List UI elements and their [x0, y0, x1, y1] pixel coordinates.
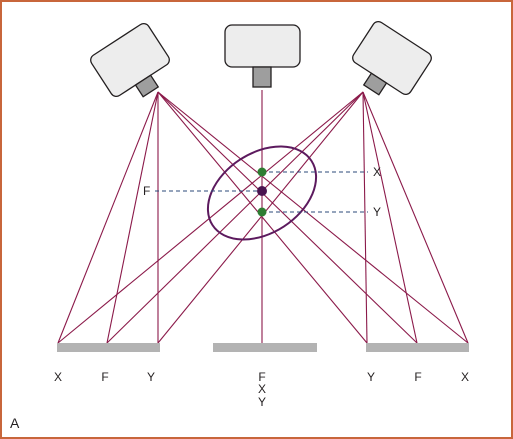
detector-right — [366, 343, 469, 352]
right-tube-port — [362, 72, 388, 96]
beam-right-to-left-f — [106, 91, 364, 344]
beam-lines — [57, 90, 469, 344]
beam-left-to-left-f — [106, 91, 159, 344]
center-xray-tube — [224, 24, 301, 88]
beam-left-to-left-x — [57, 91, 159, 344]
detector-left-label-2: F — [101, 370, 108, 384]
right-tube-housing — [352, 21, 432, 95]
center-tube-housing — [224, 24, 301, 68]
detector-center — [213, 343, 317, 352]
beam-left-to-right-x — [157, 91, 469, 344]
object-ellipse — [206, 145, 318, 241]
detector-center-label-2: X — [258, 382, 266, 396]
panel-label: A — [10, 415, 20, 431]
center-tube-port — [252, 66, 272, 88]
detector-left — [57, 343, 160, 352]
detector-left-label-3: Y — [147, 370, 155, 384]
detector-right-label-2: F — [414, 370, 421, 384]
label-f: F — [143, 184, 150, 198]
right-xray-tube — [352, 21, 432, 96]
left-tube-port — [134, 74, 160, 98]
point-x — [257, 167, 267, 177]
beam-right-to-right-x — [362, 91, 469, 344]
detector-right-label-3: X — [461, 370, 469, 384]
detector-right-label-1: Y — [367, 370, 375, 384]
beam-right-to-right-f — [362, 91, 418, 344]
label-y: Y — [373, 205, 381, 219]
guide-lines — [155, 171, 368, 213]
beam-left-to-right-f — [157, 91, 418, 344]
point-f — [257, 186, 267, 196]
left-tube-housing — [90, 23, 170, 97]
beam-right-to-left-x — [57, 91, 364, 344]
detector-center-label-1: F — [258, 370, 265, 384]
detector-center-label-3: Y — [258, 395, 266, 409]
label-x: X — [373, 165, 381, 179]
beam-right-to-right-y — [362, 91, 368, 344]
point-y — [257, 207, 267, 217]
left-xray-tube — [90, 23, 170, 98]
detector-left-label-1: X — [54, 370, 62, 384]
beam-right-to-left-y — [157, 91, 364, 344]
